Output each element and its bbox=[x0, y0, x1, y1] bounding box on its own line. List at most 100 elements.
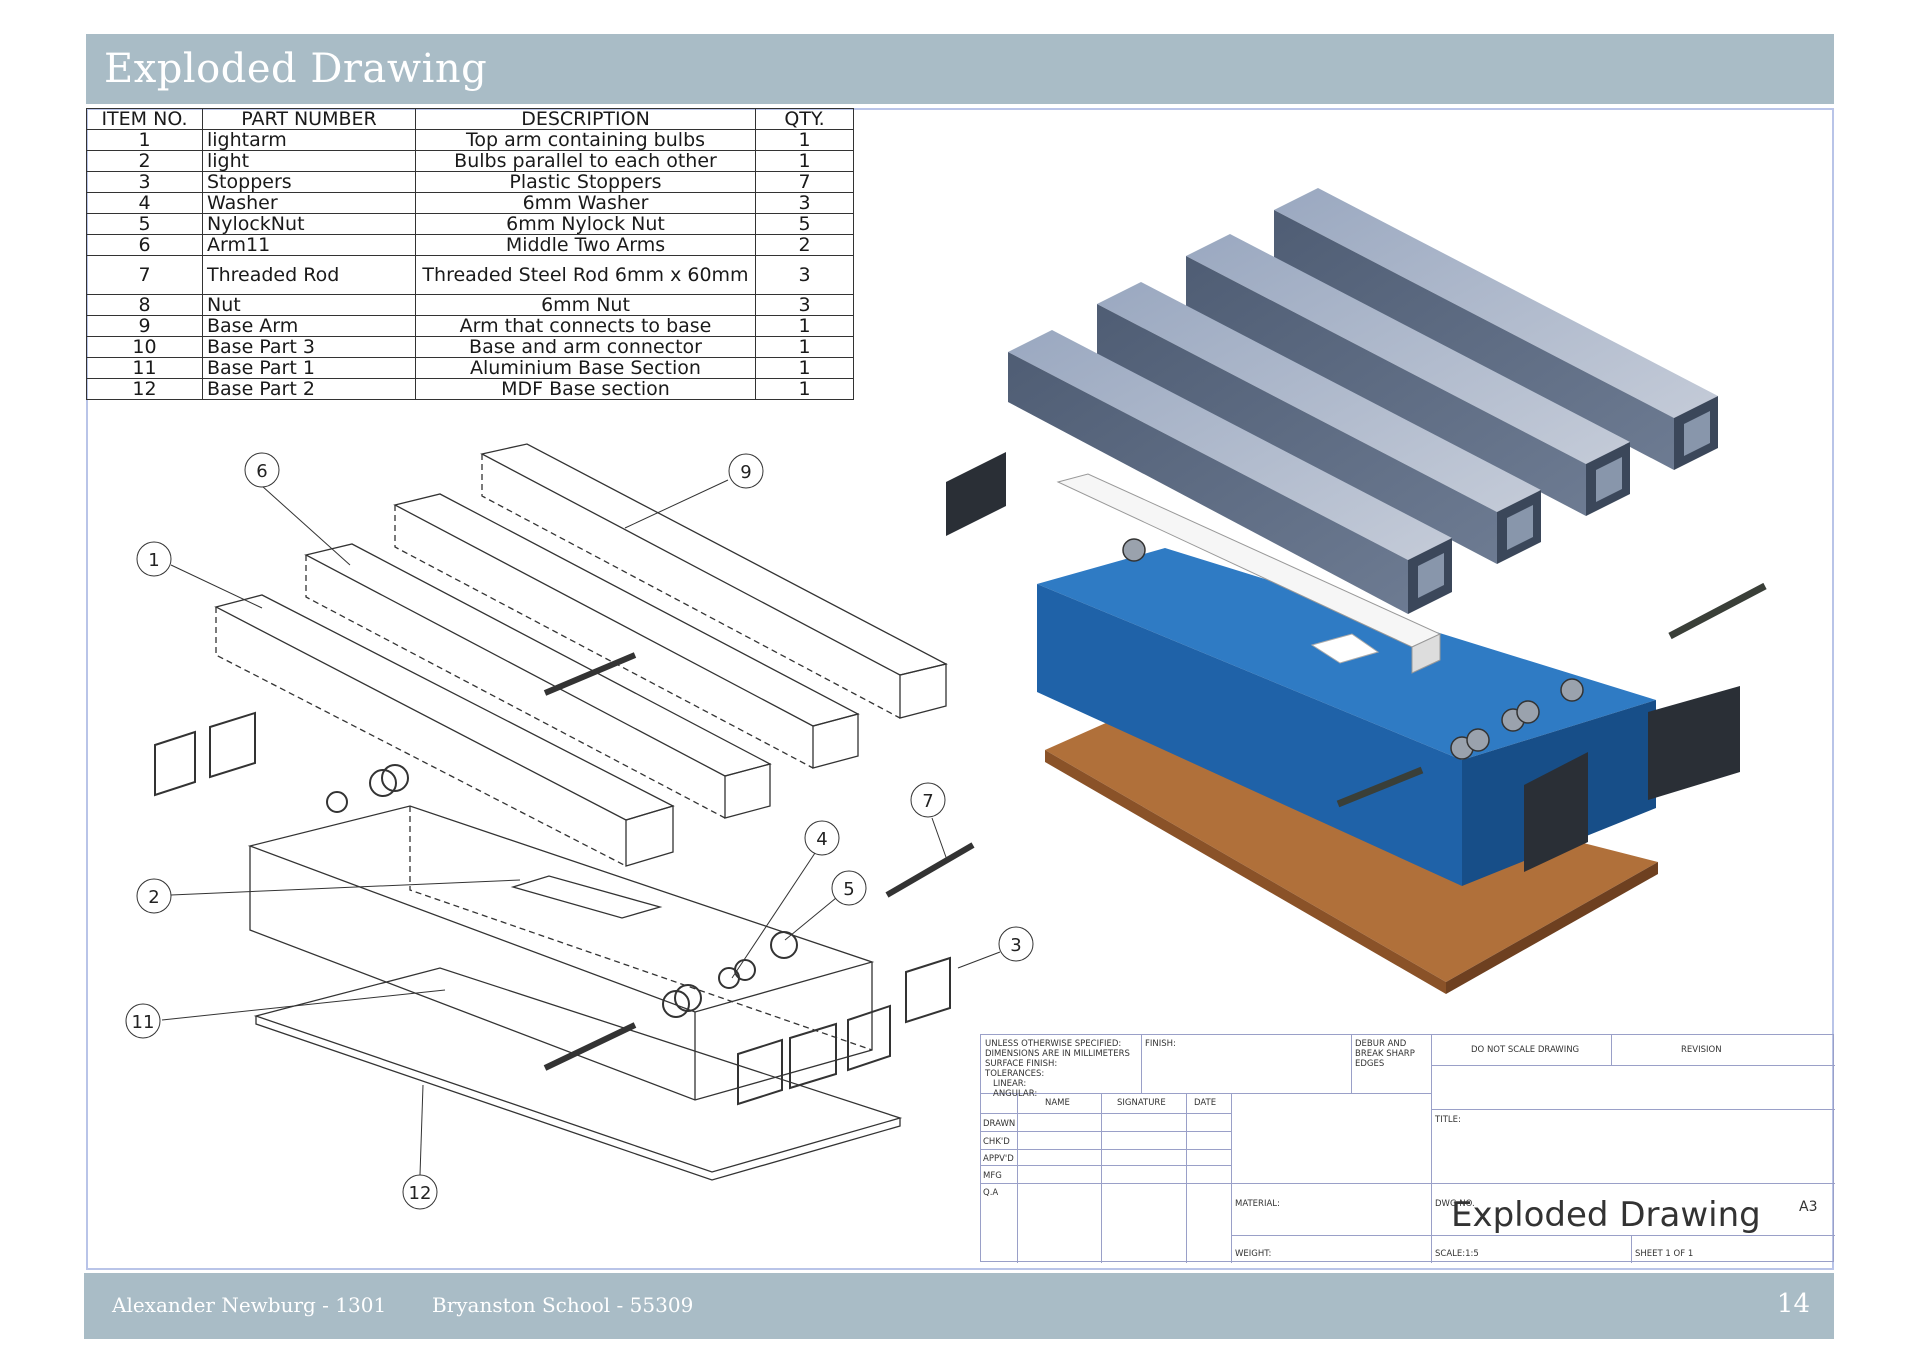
rendered-stopper bbox=[946, 452, 1006, 536]
balloon-7 bbox=[910, 782, 948, 861]
wireframe-mdf-plate bbox=[253, 967, 903, 1181]
bom-desc: Threaded Steel Rod 6mm x 60mm bbox=[415, 255, 756, 295]
bom-desc: Top arm containing bulbs bbox=[415, 129, 756, 151]
spec-line: ANGULAR: bbox=[993, 1089, 1038, 1099]
role-qa: Q.A bbox=[983, 1188, 999, 1198]
bom-desc: Bulbs parallel to each other bbox=[415, 150, 756, 172]
page-number: 14 bbox=[1776, 1289, 1810, 1319]
balloon-5 bbox=[784, 870, 867, 941]
rendered-stopper bbox=[1524, 752, 1588, 872]
role-checked: CHK'D bbox=[983, 1137, 1010, 1147]
material-label: MATERIAL: bbox=[1235, 1199, 1280, 1209]
rendered-threaded-rod bbox=[1668, 582, 1767, 640]
title-label: TITLE: bbox=[1435, 1115, 1461, 1125]
bom-desc: MDF Base section bbox=[415, 378, 756, 400]
weight-label: WEIGHT: bbox=[1235, 1249, 1272, 1259]
balloon-number: 11 bbox=[132, 1012, 155, 1033]
balloon-1 bbox=[136, 541, 263, 609]
rendered-light-bar bbox=[1056, 473, 1442, 674]
drawing-sheet-frame bbox=[86, 108, 1834, 1270]
deburr-note: DEBUR AND BREAK SHARP EDGES bbox=[1355, 1039, 1415, 1069]
balloon-9 bbox=[624, 453, 764, 529]
revision-label: REVISION bbox=[1681, 1045, 1722, 1055]
col-name: NAME bbox=[1045, 1098, 1070, 1108]
rendered-mdf-base bbox=[1045, 722, 1658, 994]
wireframe-threaded-rod bbox=[543, 1022, 637, 1071]
balloon-4 bbox=[731, 820, 840, 979]
bom-qty: 5 bbox=[755, 213, 854, 235]
role-drawn: DRAWN bbox=[983, 1119, 1016, 1129]
balloon-number: 6 bbox=[256, 461, 267, 482]
col-signature: SIGNATURE bbox=[1117, 1098, 1166, 1108]
wireframe-nuts bbox=[326, 764, 798, 1018]
rendered-exploded-view bbox=[946, 188, 1767, 994]
balloon-3 bbox=[957, 926, 1034, 969]
balloon-2 bbox=[136, 878, 521, 914]
wireframe-arm bbox=[480, 443, 948, 719]
balloon-6 bbox=[244, 452, 351, 566]
wireframe-threaded-rod bbox=[543, 652, 637, 696]
spec-line: LINEAR: bbox=[993, 1079, 1027, 1089]
spec-line: UNLESS OTHERWISE SPECIFIED: bbox=[985, 1039, 1122, 1049]
footer-school: Bryanston School - 55309 bbox=[432, 1293, 694, 1317]
wireframe-light-bar bbox=[510, 875, 663, 919]
bom-part: lightarm bbox=[202, 129, 416, 151]
bom-item: 11 bbox=[86, 357, 203, 379]
drawing-name: Exploded Drawing bbox=[1451, 1195, 1761, 1235]
finish-label: FINISH: bbox=[1145, 1039, 1176, 1049]
footer-band: Alexander Newburg - 1301 Bryanston Schoo… bbox=[84, 1273, 1834, 1339]
balloon-number: 12 bbox=[409, 1183, 432, 1204]
wireframe-arm bbox=[214, 594, 675, 867]
sheet-size: A3 bbox=[1799, 1199, 1818, 1215]
sheet-count: SHEET 1 OF 1 bbox=[1635, 1249, 1694, 1259]
bom-item: 12 bbox=[86, 378, 203, 400]
bom-item: 10 bbox=[86, 336, 203, 358]
wireframe-arm bbox=[304, 543, 772, 819]
col-date: DATE bbox=[1194, 1098, 1217, 1108]
spec-line: SURFACE FINISH: bbox=[985, 1059, 1058, 1069]
bom-part: Nut bbox=[202, 294, 416, 316]
balloon-number: 3 bbox=[1010, 935, 1021, 956]
rendered-arm bbox=[1274, 188, 1718, 470]
bom-qty: 3 bbox=[755, 294, 854, 316]
deburr-line: BREAK SHARP bbox=[1355, 1049, 1415, 1059]
bom-header-item: ITEM NO. bbox=[86, 108, 203, 130]
spec-line: TOLERANCES: bbox=[985, 1069, 1045, 1079]
footer-author: Alexander Newburg - 1301 bbox=[112, 1293, 387, 1317]
balloon-number: 5 bbox=[843, 879, 854, 900]
wireframe-exploded-view bbox=[154, 443, 975, 1181]
rendered-stopper bbox=[1648, 686, 1740, 800]
title-banner: Exploded Drawing bbox=[86, 34, 1834, 104]
bom-header-qty: QTY. bbox=[755, 108, 854, 130]
balloon-number: 1 bbox=[148, 550, 159, 571]
bom-qty: 3 bbox=[755, 192, 854, 214]
rendered-arm bbox=[1097, 282, 1541, 564]
bom-qty: 2 bbox=[755, 234, 854, 256]
balloon-11 bbox=[125, 989, 446, 1039]
page-title: Exploded Drawing bbox=[104, 46, 488, 92]
scale-label: SCALE:1:5 bbox=[1435, 1249, 1479, 1259]
deburr-line: EDGES bbox=[1355, 1059, 1385, 1069]
rendered-arm bbox=[1186, 234, 1630, 516]
wireframe-arm bbox=[393, 493, 860, 769]
deburr-line: DEBUR AND bbox=[1355, 1039, 1407, 1049]
balloon-number: 9 bbox=[740, 462, 751, 483]
balloon-12 bbox=[402, 1084, 438, 1210]
general-spec-notes: UNLESS OTHERWISE SPECIFIED: DIMENSIONS A… bbox=[985, 1039, 1130, 1099]
rendered-arm bbox=[1008, 330, 1452, 614]
spec-line: DIMENSIONS ARE IN MILLIMETERS bbox=[985, 1049, 1130, 1059]
rendered-threaded-rod bbox=[1336, 766, 1424, 808]
bom-part: Base Part 2 bbox=[202, 378, 416, 400]
wireframe-threaded-rod bbox=[885, 842, 975, 898]
bom-item: 8 bbox=[86, 294, 203, 316]
drawing-title-block: UNLESS OTHERWISE SPECIFIED: DIMENSIONS A… bbox=[980, 1034, 1835, 1263]
